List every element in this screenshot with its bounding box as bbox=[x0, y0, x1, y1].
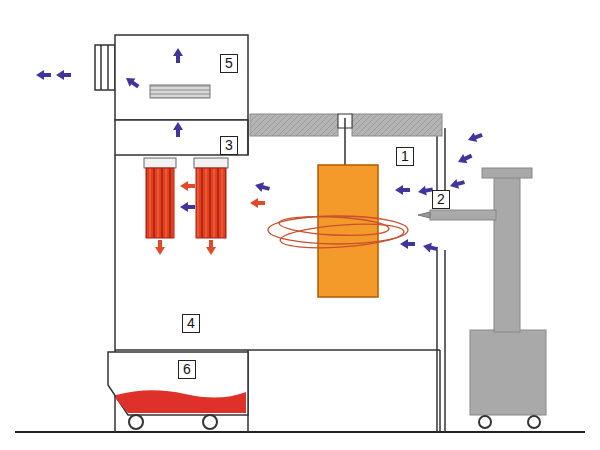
callout-number: 2 bbox=[432, 190, 450, 209]
cartridge-filters bbox=[144, 158, 228, 238]
callout-number: 4 bbox=[182, 314, 200, 333]
callout-number: 5 bbox=[220, 54, 238, 73]
callout-number: 6 bbox=[178, 360, 196, 379]
workpiece bbox=[318, 165, 378, 297]
powder-cloud bbox=[268, 214, 408, 251]
after-filter bbox=[150, 85, 210, 98]
powder-hopper bbox=[108, 352, 248, 429]
floor-line bbox=[15, 431, 585, 433]
air-flow-arrows bbox=[36, 48, 484, 254]
hanger bbox=[344, 128, 346, 165]
callout-number: 1 bbox=[396, 147, 414, 166]
conveyor-duct bbox=[250, 114, 442, 136]
powder-flow-arrows bbox=[155, 181, 265, 255]
exhaust-outlet bbox=[95, 45, 115, 90]
spray-gun-unit bbox=[418, 168, 546, 428]
callout-number: 3 bbox=[220, 136, 238, 155]
